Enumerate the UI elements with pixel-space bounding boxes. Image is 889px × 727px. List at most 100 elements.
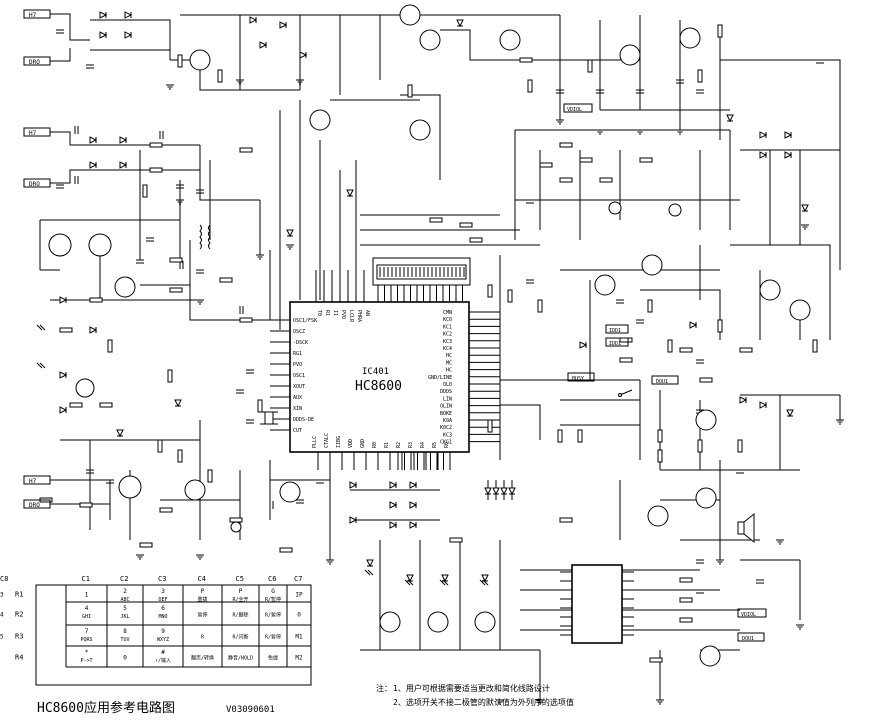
ic-block: IC401 HC8600 OSC1/FSKOSCZ-DSCKRG1PVOOSC1…: [289, 301, 470, 453]
diagram-title: HC8600应用参考电路图: [37, 700, 175, 716]
ic-right-pin: KC4: [443, 346, 452, 352]
keypad-row-header: R2: [15, 611, 23, 619]
ic-bottom-pin: R5: [432, 442, 438, 448]
ic-right-pin: K0C2: [440, 425, 452, 431]
crystal-symbol: [264, 411, 274, 425]
diode-symbol: [99, 11, 108, 19]
resistor-symbol: [217, 69, 223, 83]
keypad-key-sub: 免提: [268, 655, 278, 662]
transistor-symbol: [759, 279, 781, 301]
note-prefix: 注：: [376, 683, 392, 693]
resistor-symbol: [149, 167, 163, 173]
keypad-key-main: P: [201, 588, 205, 595]
keypad-key-main: 8: [123, 628, 127, 635]
resistor-symbol: [599, 177, 613, 183]
transistor-symbol: [75, 378, 95, 398]
keypad-key-main: 6: [161, 605, 165, 612]
wire: [500, 404, 541, 440]
diode-symbol: [409, 481, 418, 489]
transistor-symbol: [409, 119, 431, 141]
wire: [90, 19, 171, 60]
tag-busy: BUSY: [572, 376, 584, 382]
diode-symbol: [500, 487, 508, 496]
keypad-col-header: C3: [158, 575, 166, 583]
transistor-symbol: [184, 479, 206, 501]
keypad-key-main: M3: [0, 592, 4, 599]
keypad-key-main: M1: [295, 634, 303, 641]
resistor-symbol: [157, 439, 163, 453]
transistor-symbol: [88, 233, 112, 257]
resistor-symbol: [639, 157, 653, 163]
tag-idd1-b: IDD1: [609, 341, 621, 347]
diode-symbol: [739, 396, 748, 404]
keypad-row-header: R4: [15, 654, 23, 662]
resistor-symbol: [559, 177, 573, 183]
resistor-symbol: [679, 347, 693, 353]
resistor-symbol: [149, 142, 163, 148]
resistor-symbol: [257, 399, 263, 413]
keypad-key-main: 5: [123, 605, 127, 612]
resistor-symbol: [487, 284, 493, 298]
resistor-symbol: [459, 222, 473, 228]
diagram-version: V03090601: [226, 705, 275, 715]
diode-symbol: [99, 31, 108, 39]
ic-top-pin: T0: [316, 310, 322, 316]
resistor-symbol: [139, 542, 153, 548]
resistor-symbol: [177, 54, 183, 68]
keypad-key-main: 7: [85, 628, 89, 635]
ic-right-pin: OLIN: [440, 404, 452, 410]
keypad-col-header: C4: [198, 575, 206, 583]
keypad-col-header: C8: [0, 575, 8, 583]
ic-right-pin: K0A: [443, 418, 452, 424]
ic-left-pins: OSC1/FSKOSCZ-DSCKRG1PVOOSC1XOUTAUXXINDDD…: [293, 318, 317, 434]
resistor-symbol: [527, 79, 533, 93]
resistor-symbol: [167, 369, 173, 383]
wire: [39, 324, 46, 331]
diode-symbol: [759, 131, 768, 139]
speaker-cone: [743, 512, 755, 544]
ic-right-pin: KC0: [443, 317, 452, 323]
transistor-symbol: [789, 299, 811, 321]
resistor-symbol: [679, 597, 693, 603]
resistor-symbol: [107, 339, 113, 353]
ic-top-pin: I1: [332, 310, 338, 316]
line-label-dro-2: DRO: [29, 181, 40, 188]
resistor-symbol: [619, 337, 633, 343]
transistor-symbol: [641, 254, 663, 276]
resistor-symbol: [647, 299, 653, 313]
wire: [170, 59, 300, 91]
resistor-symbol: [59, 327, 73, 333]
transistor-symbol: [594, 274, 616, 296]
ic-right-pin: KC1: [443, 324, 452, 330]
wire: [439, 579, 446, 586]
ic-right-pin: BOKE: [440, 411, 452, 417]
diode-symbol: [346, 189, 354, 198]
keypad-key-sub: R/全开: [232, 596, 248, 603]
diode-symbol: [389, 481, 398, 489]
ic-left-pin: XIN: [293, 406, 302, 412]
wire: [367, 569, 374, 576]
resistor-symbol: [697, 69, 703, 83]
resistor-symbol: [79, 502, 93, 508]
ic-left-pin: OSC1/FSK: [293, 318, 317, 324]
ic-right-pin: HC: [446, 353, 452, 359]
diode-symbol: [286, 229, 294, 238]
ic-bottom-pin: IIBG: [336, 436, 342, 448]
diode-symbol: [299, 51, 308, 59]
keypad-key-sub: 静音/HOLD: [228, 655, 253, 662]
diode-symbol: [259, 41, 268, 49]
ic-left-pin: DDDS-DE: [293, 417, 314, 423]
transistor-symbol: [419, 29, 441, 51]
keypad-key-sub: R/暂停: [265, 596, 281, 603]
resistor-symbol: [142, 184, 148, 198]
ic-right-pin: DDDS: [440, 389, 452, 395]
keypad-key-main: 9: [161, 628, 165, 635]
resistor-symbol: [207, 469, 213, 483]
keypad-key-sub: R/暂停: [265, 634, 281, 641]
ic-right-pin: KC3: [443, 339, 452, 345]
keypad-key-main: 2: [123, 588, 127, 595]
resistor-symbol: [717, 319, 723, 333]
ic-right-pin: HC: [446, 368, 452, 374]
diode-symbol: [389, 521, 398, 529]
